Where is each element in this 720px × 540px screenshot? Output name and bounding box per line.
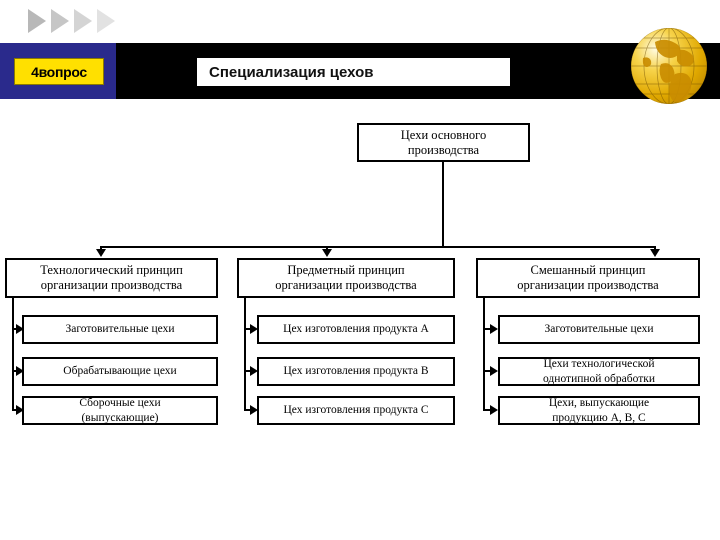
play-triangle-icon xyxy=(97,9,115,33)
node-column-header-1-line1: Технологический принцип xyxy=(40,263,183,278)
node-column-header-2-line1: Предметный принцип xyxy=(287,263,405,278)
connector-spine-3 xyxy=(483,298,485,411)
play-triangle-icon xyxy=(51,9,69,33)
node-col2-item1-line1: Цех изготовления продукта А xyxy=(283,322,429,335)
arrow-right-icon xyxy=(16,324,24,334)
slide-title-box: Специализация цехов xyxy=(197,58,510,86)
node-col2-item2-line1: Цех изготовления продукта В xyxy=(283,364,429,377)
node-col2-item3: Цех изготовления продукта С xyxy=(257,396,455,425)
node-root-line1: Цехи основного xyxy=(400,127,487,142)
node-col3-item3: Цехи, выпускающие продукцию А, В, С xyxy=(498,396,700,425)
node-column-header-1: Технологический принцип организации прои… xyxy=(5,258,218,298)
node-col2-item1: Цех изготовления продукта А xyxy=(257,315,455,344)
connector-branch-3-1 xyxy=(483,328,493,330)
decorative-triangles xyxy=(28,9,115,33)
node-column-header-1-line2: организации производства xyxy=(40,278,183,292)
node-col3-item1-line1: Заготовительные цехи xyxy=(544,322,654,335)
play-triangle-icon xyxy=(28,9,46,33)
node-column-header-3: Смешанный принцип организации производст… xyxy=(476,258,700,298)
globe-icon xyxy=(631,28,707,104)
node-col1-item3: Сборочные цехи (выпускающие) xyxy=(22,396,218,425)
node-col2-item2: Цех изготовления продукта В xyxy=(257,357,455,386)
question-badge-label: 4вопрос xyxy=(31,63,87,80)
connector-drop-2 xyxy=(326,246,328,250)
connector-drop-3 xyxy=(654,246,656,250)
connector-root-stem xyxy=(442,162,444,247)
arrow-right-icon xyxy=(16,366,24,376)
connector-spine-1 xyxy=(12,298,14,411)
arrow-right-icon xyxy=(490,366,498,376)
node-col3-item2-line2: однотипной обработки xyxy=(543,372,655,385)
arrow-right-icon xyxy=(250,405,258,415)
connector-branch-3-3 xyxy=(483,409,493,411)
node-col1-item3-line2: (выпускающие) xyxy=(81,411,159,424)
node-col3-item3-line2: продукцию А, В, С xyxy=(552,411,646,424)
connector-branch-2-2 xyxy=(244,370,253,372)
node-col2-item3-line1: Цех изготовления продукта С xyxy=(283,403,429,416)
question-badge: 4вопрос xyxy=(14,58,104,85)
arrow-right-icon xyxy=(490,405,498,415)
arrow-right-icon xyxy=(250,324,258,334)
arrow-right-icon xyxy=(490,324,498,334)
arrow-down-icon xyxy=(650,249,660,257)
connector-bus xyxy=(101,246,655,248)
connector-branch-3-2 xyxy=(483,370,493,372)
connector-branch-2-1 xyxy=(244,328,253,330)
node-col3-item1: Заготовительные цехи xyxy=(498,315,700,344)
connector-spine-1-top xyxy=(12,298,14,300)
play-triangle-icon xyxy=(74,9,92,33)
arrow-right-icon xyxy=(16,405,24,415)
node-column-header-3-line2: организации производства xyxy=(517,278,659,292)
arrow-right-icon xyxy=(250,366,258,376)
node-col3-item3-line1: Цехи, выпускающие xyxy=(548,397,650,410)
page-title: Специализация цехов xyxy=(209,63,374,81)
node-root-line2: производства xyxy=(407,142,480,157)
node-col1-item1: Заготовительные цехи xyxy=(22,315,218,344)
node-col1-item2-line1: Обрабатывающие цехи xyxy=(63,364,177,377)
connector-drop-1 xyxy=(100,246,102,250)
node-column-header-2: Предметный принцип организации производс… xyxy=(237,258,455,298)
connector-spine-2 xyxy=(244,298,246,411)
node-col3-item2: Цехи технологической однотипной обработк… xyxy=(498,357,700,386)
node-col1-item2: Обрабатывающие цехи xyxy=(22,357,218,386)
connector-branch-2-3 xyxy=(244,409,253,411)
node-col1-item3-line1: Сборочные цехи xyxy=(79,397,161,410)
node-column-header-2-line2: организации производства xyxy=(275,278,417,292)
node-col1-item1-line1: Заготовительные цехи xyxy=(65,322,175,335)
arrow-down-icon xyxy=(322,249,332,257)
arrow-down-icon xyxy=(96,249,106,257)
node-col3-item2-line1: Цехи технологической xyxy=(543,358,655,371)
node-root: Цехи основного производства xyxy=(357,123,530,162)
node-column-header-3-line1: Смешанный принцип xyxy=(530,263,646,278)
